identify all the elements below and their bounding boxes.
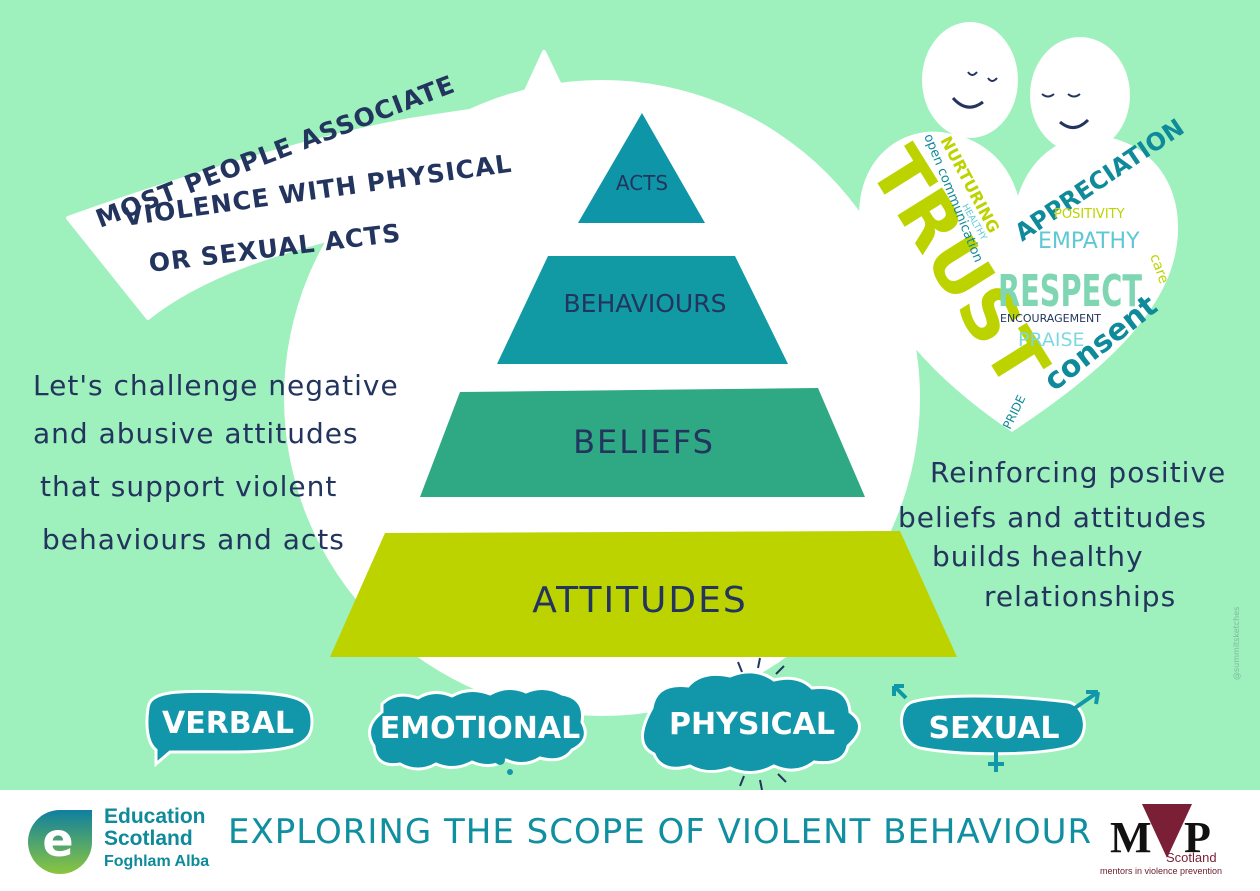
mvp-tagline: mentors in violence prevention	[1100, 866, 1223, 876]
smiling-faces-icon	[922, 22, 1130, 153]
left-text-line4: behaviours and acts	[42, 523, 345, 556]
mvp-scotland: Scotland	[1166, 850, 1217, 865]
bubble-sexual: SEXUAL	[892, 684, 1100, 772]
word-encouragement: ENCOURAGEMENT	[1000, 312, 1101, 325]
left-text-line3: that support violent	[40, 470, 337, 503]
pyramid-attitudes	[330, 531, 957, 657]
es-name-line2: Scotland	[104, 827, 193, 851]
es-logo-letter: e	[42, 813, 73, 867]
right-text-line1: Reinforcing positive	[930, 456, 1226, 489]
left-text-line1: Let's challenge negative	[33, 369, 399, 402]
bubble-sexual-label: SEXUAL	[928, 711, 1059, 746]
es-name-line3: Foghlam Alba	[104, 853, 210, 871]
left-text-line2: and abusive attitudes	[33, 417, 359, 450]
bubble-emotional-label: EMOTIONAL	[380, 711, 580, 746]
footer-title: EXPLORING THE SCOPE OF VIOLENT BEHAVIOUR	[228, 812, 1093, 852]
right-text-line3: builds healthy	[932, 540, 1144, 573]
word-positivity: POSITIVITY	[1054, 207, 1125, 222]
bubble-verbal: VERBAL	[145, 689, 314, 768]
label-attitudes: ATTITUDES	[532, 580, 747, 621]
bubble-physical-label: PHYSICAL	[669, 707, 835, 742]
pyramid-behaviours	[497, 256, 788, 364]
bubble-emotional: EMOTIONAL	[368, 687, 587, 775]
pyramid-beliefs	[420, 388, 865, 497]
label-acts: ACTS	[616, 171, 668, 195]
arrow-shape	[66, 50, 602, 320]
word-praise: PRAISE	[1018, 329, 1085, 351]
mvp-letter-p: P	[1184, 813, 1211, 862]
label-behaviours: BEHAVIOURS	[564, 289, 727, 318]
transgender-symbol-icon	[892, 684, 1100, 772]
pyramid-acts	[578, 113, 705, 223]
footer-bar	[0, 790, 1260, 891]
es-name-line1: Education	[104, 805, 206, 828]
bubble-verbal-label: VERBAL	[162, 706, 294, 741]
education-scotland-name: Education Scotland Foghlam Alba	[104, 805, 210, 871]
mvp-letter-m: M	[1110, 813, 1152, 862]
artist-credit: @summitsketches	[1232, 606, 1241, 680]
word-empathy: EMPATHY	[1038, 229, 1140, 254]
label-beliefs: BELIEFS	[573, 423, 715, 461]
mvp-scotland-logo-icon: M P Scotland	[1110, 804, 1217, 865]
word-respect: RESPECT	[998, 266, 1142, 317]
right-text-line2: beliefs and attitudes	[898, 501, 1207, 534]
education-scotland-logo-icon: e	[28, 810, 92, 874]
bubble-physical: PHYSICAL	[641, 657, 861, 791]
right-text-line4: relationships	[984, 580, 1176, 613]
